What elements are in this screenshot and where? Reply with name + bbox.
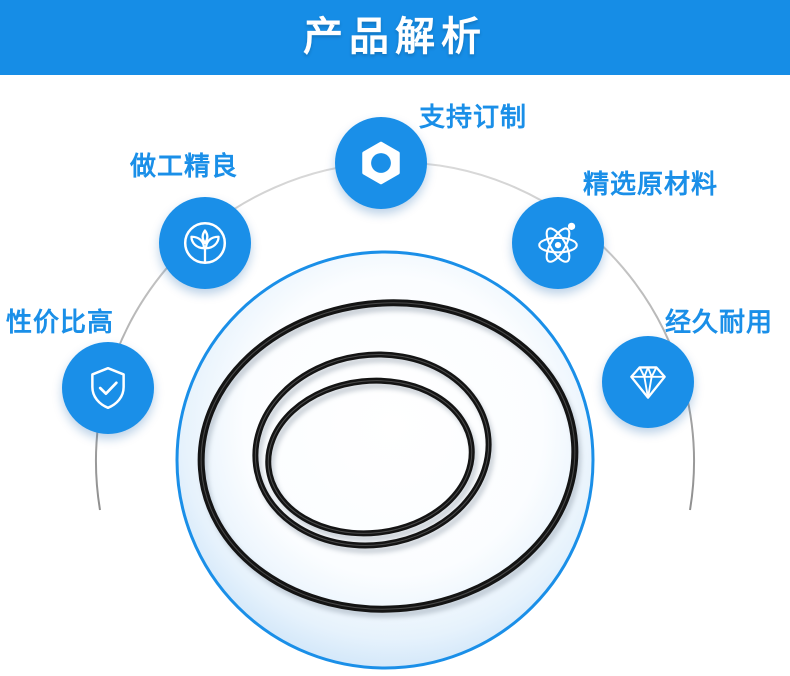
feature-label-custom: 支持订制 [419,103,528,133]
atom-orbit [545,227,571,263]
diamond-outline [630,366,666,399]
atom-icon [533,218,583,268]
diamond-facets [631,366,665,398]
atom-orbit [538,236,578,254]
atom-electron [567,222,576,230]
o-ring-small-highlight [267,380,473,534]
diamond-icon [623,357,673,407]
hex-nut-icon [356,138,406,188]
feature-badge-materials [512,197,604,289]
shield-check-icon [83,363,133,413]
feature-label-value: 性价比高 [6,308,115,338]
sprout-leaves [190,229,220,264]
check-mark [98,381,118,396]
feature-badge-value [62,342,154,434]
title-banner: 产品解析 [0,0,790,75]
o-ring-large-highlight [200,302,576,610]
product-circle [175,250,595,670]
page-title: 产品解析 [303,14,487,60]
feature-label-craftsmanship: 做工精良 [130,152,239,182]
feature-badge-custom [335,117,427,209]
feature-badge-craftsmanship [159,197,251,289]
atom-nucleus [554,241,562,249]
sprout-icon [180,218,230,268]
o-ring-medium-highlight [254,354,490,546]
feature-label-materials: 精选原材料 [583,170,719,200]
o-ring-photo [197,299,582,618]
feature-label-durable: 经久耐用 [665,308,774,338]
shield-outline [91,366,125,410]
feature-badge-durable [602,336,694,428]
atom-orbit [545,227,571,263]
hex-nut-hole [371,153,391,173]
